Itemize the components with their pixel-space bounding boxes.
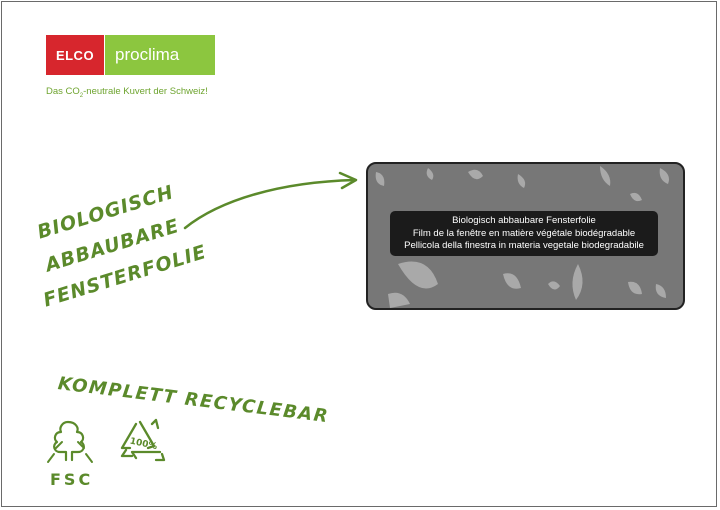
recycle-icon: 100%: [120, 418, 166, 462]
arrow-icon: [183, 171, 358, 230]
tagline: Das CO2-neutrale Kuvert der Schweiz!: [46, 86, 208, 99]
tagline-subscript: 2: [79, 92, 84, 99]
notice-french: Film de la fenêtre en matière végétale b…: [412, 227, 636, 239]
envelope-window: Biologisch abbaubare Fensterfolie Film d…: [366, 162, 685, 310]
leaf-pattern: [375, 166, 669, 308]
elco-proclima-logo: ELCO proclima: [46, 35, 215, 75]
tree-icon: [47, 420, 93, 463]
recycle-percent: 100%: [129, 437, 158, 453]
proclima-logo-text: proclima: [104, 35, 215, 75]
tagline-start: Das CO: [46, 86, 80, 97]
tagline-end: -neutrale Kuvert der Schweiz!: [83, 86, 208, 97]
window-notice: Biologisch abbaubare Fensterfolie Film d…: [390, 211, 658, 256]
fsc-label: FSC: [50, 470, 94, 489]
elco-logo-mark: ELCO: [46, 35, 104, 75]
notice-german: Biologisch abbaubare Fensterfolie: [452, 215, 596, 226]
notice-italian: Pellicola della finestra in materia vege…: [404, 240, 644, 251]
